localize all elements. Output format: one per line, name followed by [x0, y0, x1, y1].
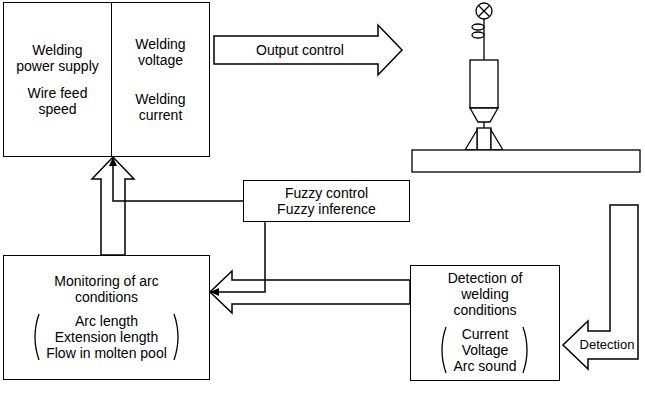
flow-arrow — [109, 157, 243, 201]
arrow-label: Output control — [255, 42, 345, 58]
detection-arrow — [563, 205, 638, 369]
list-item: Voltage — [453, 342, 516, 358]
monitoring-box: Monitoring of arc conditionsArc lengthEx… — [3, 255, 210, 380]
welding-torch — [412, 3, 640, 172]
list-item: Current — [453, 326, 516, 342]
list-item: Arc length — [46, 313, 167, 329]
flow-arrow — [210, 222, 265, 296]
node-heading: Monitoring of arc conditions — [54, 273, 159, 305]
node-text: Fuzzy control — [285, 185, 368, 201]
list-item: Extension length — [46, 329, 167, 345]
list-item: Arc sound — [453, 358, 516, 374]
condition-list: CurrentVoltageArc sound — [437, 325, 532, 375]
fuzzy-box: Fuzzy controlFuzzy inference — [243, 180, 410, 222]
condition-list: Arc lengthExtension lengthFlow in molten… — [30, 312, 183, 362]
node-text: Welding voltage — [121, 36, 201, 68]
output-arrow — [214, 25, 402, 75]
list-item: Flow in molten pool — [46, 345, 167, 361]
node-text: Welding power supply — [13, 42, 103, 74]
node-text: Wire feed speed — [13, 85, 103, 117]
node-text: Fuzzy inference — [277, 201, 376, 217]
arrow-label: Detection — [579, 338, 636, 353]
node-text: Welding current — [121, 91, 201, 123]
node-heading: Detection of welding conditions — [435, 270, 535, 318]
detection-box: Detection of welding conditionsCurrentVo… — [410, 265, 560, 381]
output-unit-box: Welding power supplyWire feed speed Weldi… — [3, 2, 210, 157]
